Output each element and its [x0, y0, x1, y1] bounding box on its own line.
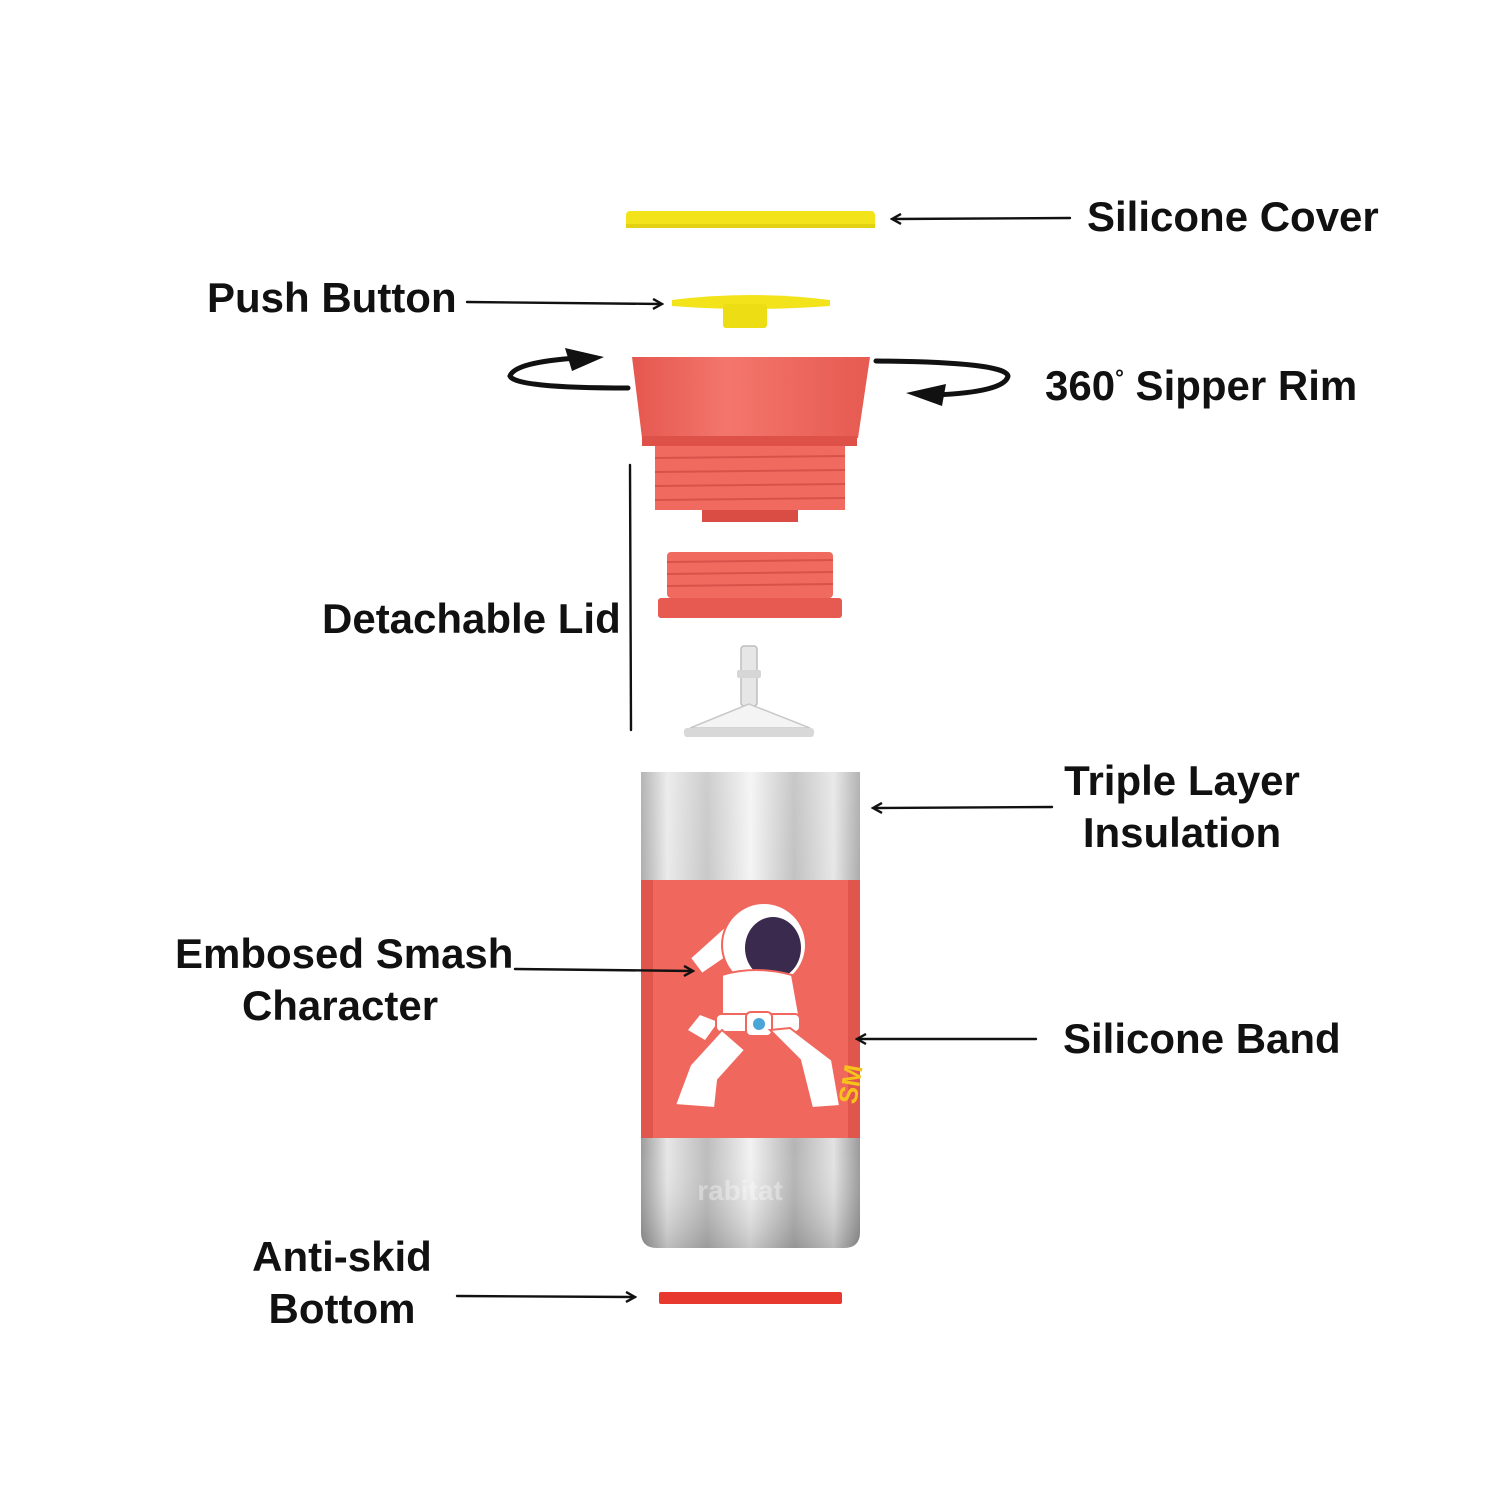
sipper-rim-number: 360: [1045, 362, 1115, 409]
detachable-lid-label: Detachable Lid: [322, 593, 621, 645]
silicone-cover-part: [626, 211, 875, 228]
push-button-part: [672, 295, 830, 328]
silicone-band-label: Silicone Band: [1063, 1013, 1341, 1065]
triple-layer-insulation-label: Triple Layer Insulation: [1052, 755, 1312, 859]
anti-skid-bottom-part: [659, 1292, 842, 1304]
anti-skid-pointer: [457, 1296, 634, 1297]
sipper-rim-cap-part: [632, 357, 870, 522]
triple-layer-pointer: [874, 807, 1052, 808]
engraved-logo: rabitat: [697, 1175, 783, 1206]
triple-layer-line1: Triple Layer: [1052, 755, 1312, 807]
detachable-lid-part: [658, 552, 842, 618]
silicone-cover-label: Silicone Cover: [1087, 191, 1379, 243]
anti-skid-line2: Bottom: [232, 1283, 452, 1335]
embossed-line1: Embosed Smash: [175, 928, 505, 980]
triple-layer-line2: Insulation: [1052, 807, 1312, 859]
embossed-character-label: Embosed Smash Character: [175, 928, 505, 1032]
embossed-line2: Character: [175, 980, 505, 1032]
push-button-pointer: [467, 302, 661, 304]
degree-symbol: °: [1115, 365, 1124, 390]
detachable-lid-bracket: [630, 465, 631, 730]
push-button-label: Push Button: [207, 272, 457, 324]
straw-valve-part: [684, 646, 814, 737]
sipper-rim-label: 360° Sipper Rim: [1045, 360, 1357, 412]
anti-skid-line1: Anti-skid: [232, 1231, 452, 1283]
silicone-cover-pointer: [893, 218, 1070, 219]
anti-skid-bottom-label: Anti-skid Bottom: [232, 1231, 452, 1335]
sipper-rim-text: Sipper Rim: [1124, 362, 1357, 409]
